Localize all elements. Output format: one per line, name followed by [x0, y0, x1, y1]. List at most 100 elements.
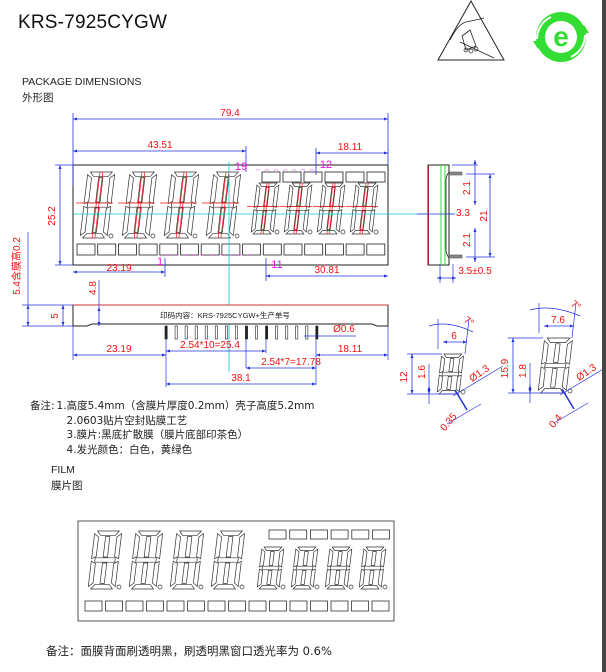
film-large-digit [169, 530, 205, 590]
arrow-head [26, 322, 30, 326]
pin-marker: ⌒ [182, 255, 187, 261]
film-indicator-box [289, 529, 308, 540]
indicator-box [366, 243, 386, 256]
dimension-label: 25.2 [47, 206, 58, 226]
arrow-head [488, 174, 492, 178]
digit-segment [114, 532, 123, 560]
digit-segment [360, 585, 380, 590]
pin-marker: ⌒ [282, 170, 287, 176]
digit-segment [358, 568, 366, 588]
digit-segment [343, 568, 350, 588]
pin-label-19: 19 [235, 161, 247, 173]
digit-segment [296, 187, 303, 207]
dimension-label: 3.3 [456, 208, 470, 219]
segment-marker-line [136, 171, 146, 239]
digit-segment [457, 355, 464, 374]
notes-block: 备注: 1.高度5.4mm（含膜片厚度0.2mm）壳子高度5.2mm 2.060… [30, 399, 315, 457]
film-indicator-box [187, 600, 205, 612]
dimension-label: 2.54*10=25.4 [180, 340, 240, 351]
digit-segment [322, 206, 340, 211]
digit-segment [212, 202, 235, 208]
digit-segment [221, 177, 230, 203]
digit-segment [259, 548, 266, 568]
digit-segment [187, 205, 196, 237]
film-small-digit [358, 546, 388, 590]
pin-marker: ⌒ [255, 170, 260, 176]
digit-segment [209, 173, 218, 205]
decimal-point [192, 233, 198, 239]
digit-segment [269, 209, 277, 233]
page-edge-scrollbar[interactable] [602, 0, 606, 672]
dimension-label: 30.81 [314, 265, 339, 276]
digit-segment [102, 536, 111, 558]
film-indicator-box [330, 529, 349, 540]
dimension-label: 0.35 [439, 411, 460, 433]
digit-segment [86, 202, 109, 208]
segment-marker-line [361, 182, 369, 235]
digit-segment [232, 173, 242, 205]
digit-segment [289, 206, 307, 211]
arrow-head [266, 274, 270, 278]
film-indicator-box [84, 600, 103, 612]
dimension-label: 1.8 [518, 364, 529, 378]
dimension-label: 5 [50, 313, 61, 319]
arrow-head [384, 353, 388, 357]
decimal-point [340, 229, 346, 235]
pin-marker: ⌒ [227, 255, 232, 261]
pin-marker: ⌒ [309, 170, 314, 176]
decimal-point [274, 229, 280, 235]
digit-segment [217, 557, 239, 563]
digit-segment [302, 209, 310, 233]
digit-segment [441, 371, 460, 377]
gap-marker [454, 389, 468, 411]
digit-segment [292, 585, 312, 590]
bottom-pin [295, 325, 299, 340]
digit-segment [190, 173, 200, 205]
segment-marker-line [178, 171, 188, 239]
decimal-point [116, 584, 122, 590]
digit-segment [89, 584, 114, 590]
dimension-label: 21 [479, 210, 490, 222]
digit-segment [291, 182, 311, 187]
side-pin [448, 254, 463, 259]
digit-segment [214, 532, 222, 560]
bottom-pin [265, 325, 269, 340]
digit-segment [252, 230, 272, 235]
bottom-pin [275, 325, 279, 340]
film-small-digit [256, 546, 286, 590]
digit-segment [229, 205, 238, 237]
detail-digit [537, 337, 573, 394]
digit-segment [446, 376, 453, 390]
digit-segment [210, 560, 219, 588]
arrow-head [73, 149, 77, 153]
pin-marker: ⌒ [273, 170, 278, 176]
segment-marker-line [260, 182, 268, 235]
digit-segment [309, 568, 316, 588]
digit-segment [128, 202, 151, 208]
digit-segment [96, 530, 121, 536]
note-item: 2.0603贴片空封贴膜工艺 [66, 414, 188, 427]
arrow-head [97, 307, 101, 311]
digit-segment [89, 171, 114, 177]
arrow-head [473, 201, 477, 205]
digit-segment [293, 548, 300, 568]
film-indicator-box [248, 600, 267, 612]
arrow-head [437, 276, 441, 280]
digit-segment [181, 562, 190, 584]
arrow-head [452, 276, 456, 280]
decimal-point [198, 584, 204, 590]
indicator-box [304, 243, 324, 256]
film-indicator-box [309, 529, 328, 540]
digit-segment [377, 568, 384, 588]
digit-segment [336, 551, 343, 566]
digit-segment [133, 207, 142, 233]
indicator-box [97, 243, 117, 256]
dimension-label: 79.4 [220, 108, 240, 119]
digit-segment [143, 536, 152, 558]
indicator-box [200, 243, 220, 256]
arrow-head [473, 228, 477, 232]
film-indicator-box [125, 600, 144, 612]
digit-segment [355, 206, 373, 211]
digit-segment [193, 560, 201, 588]
